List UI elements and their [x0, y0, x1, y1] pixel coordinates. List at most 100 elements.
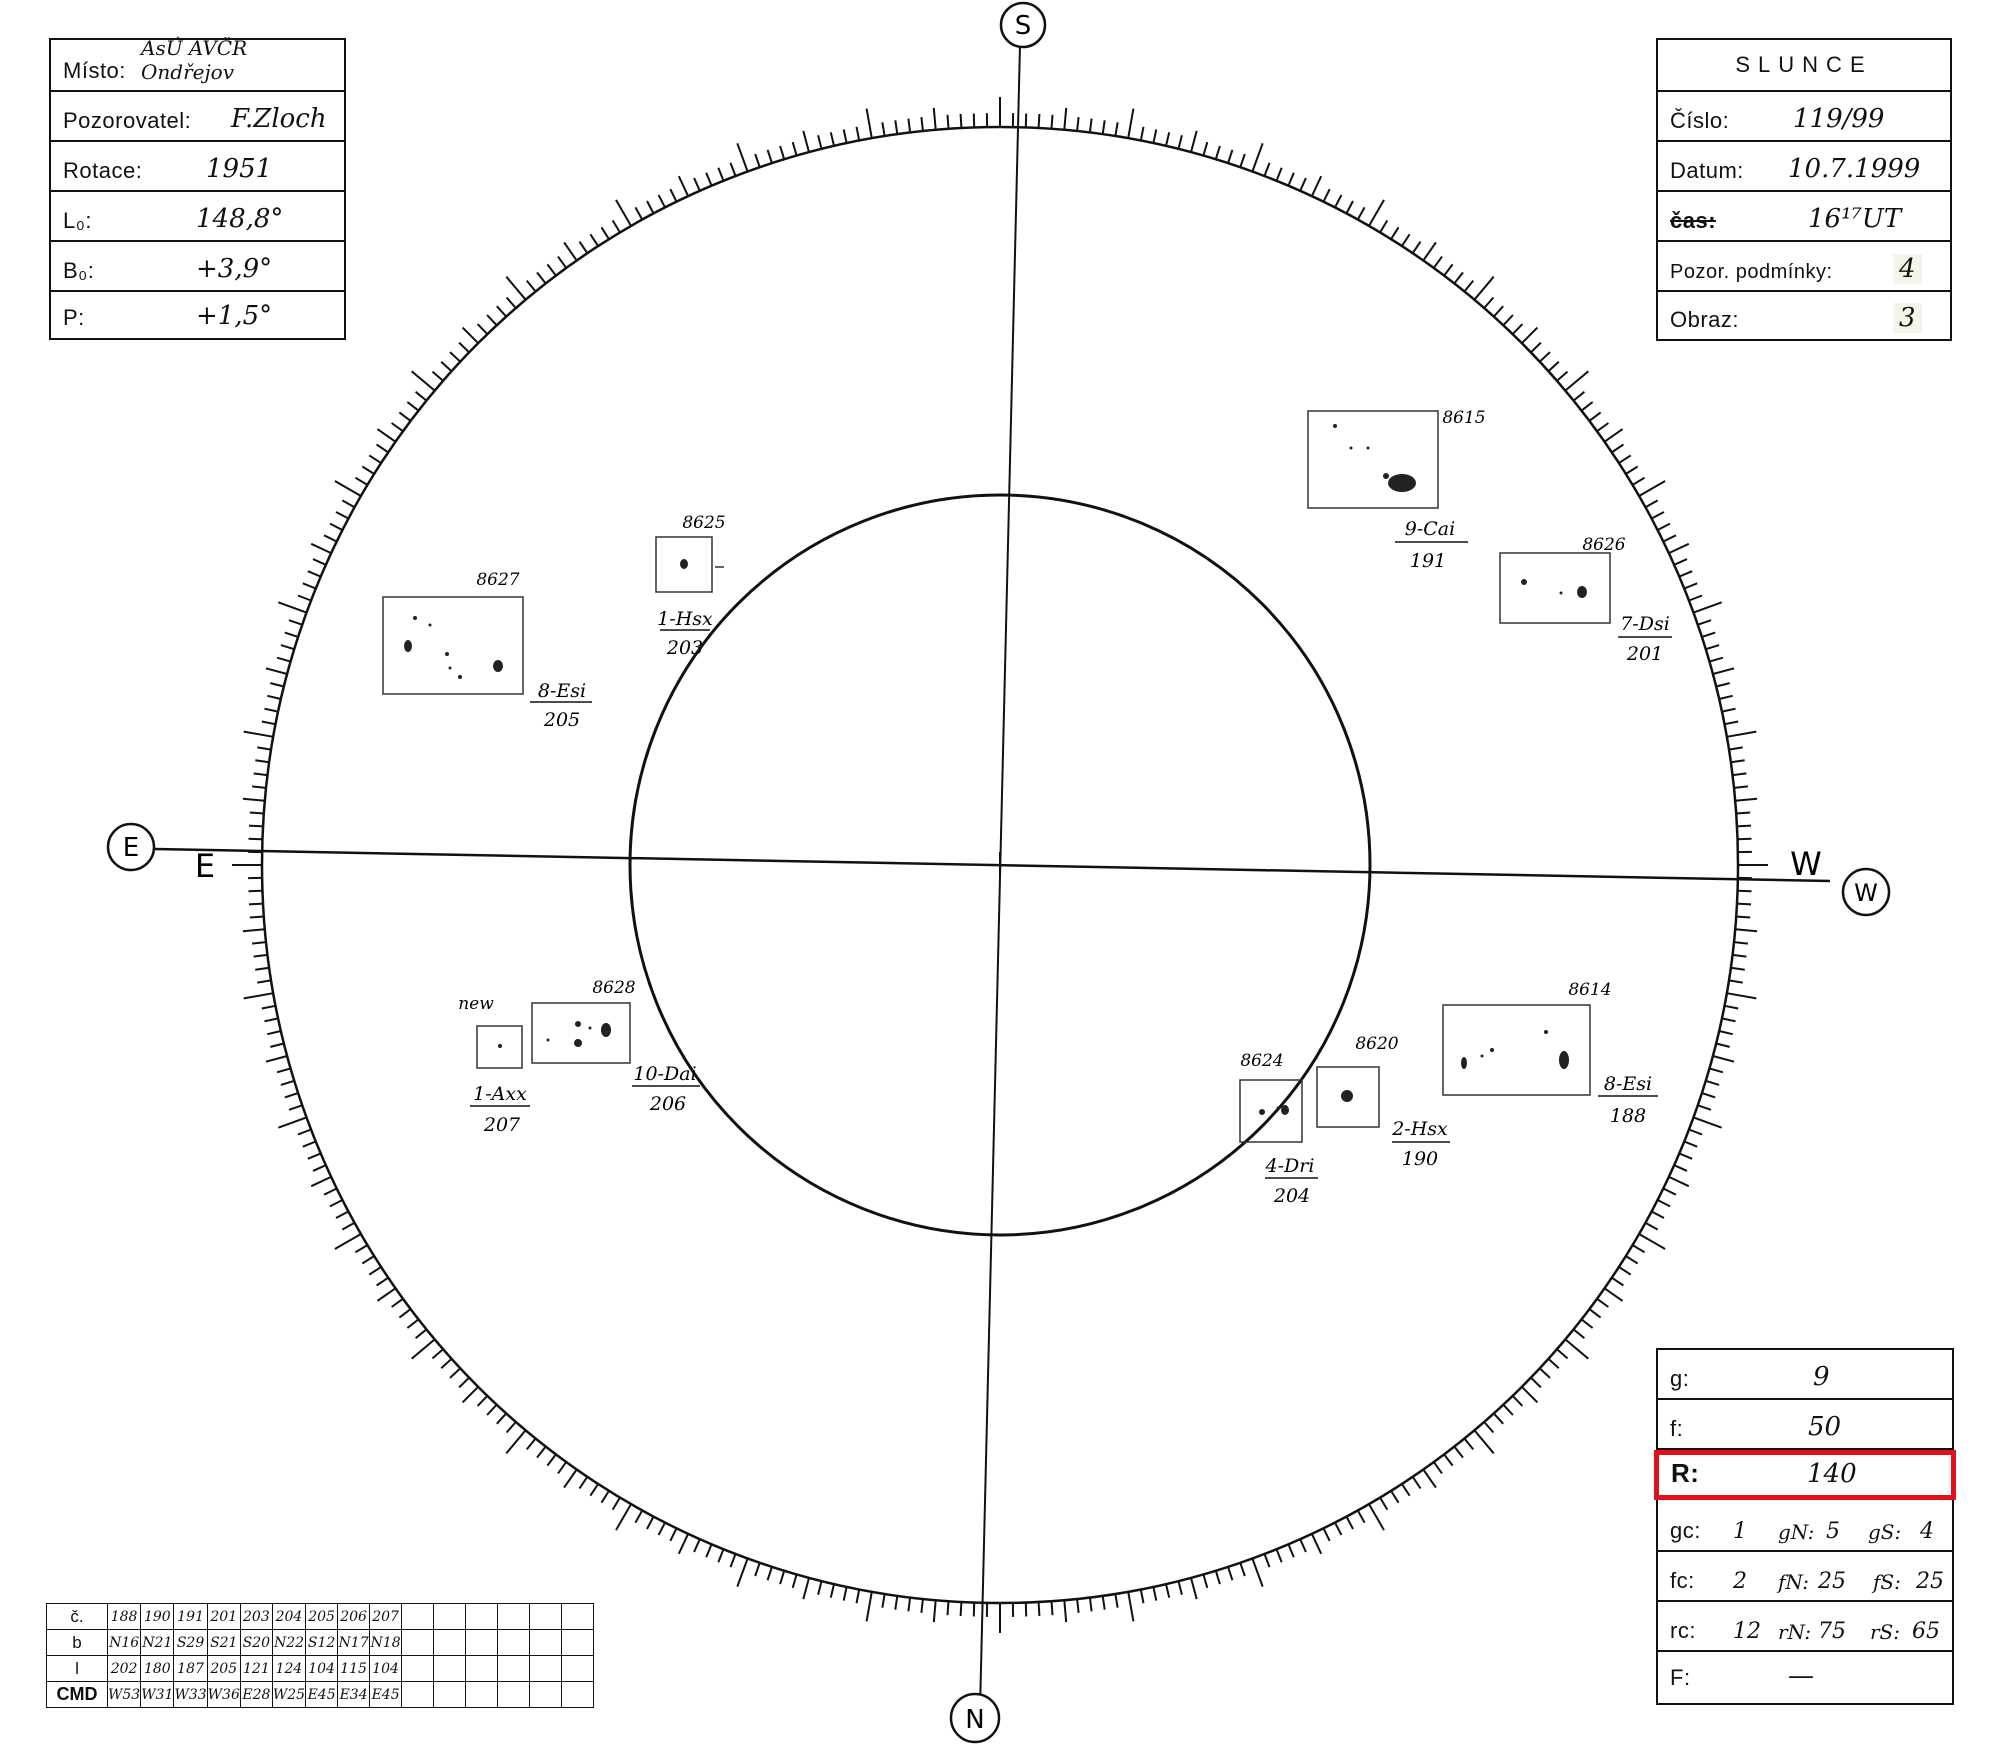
group-cmd-number: 201	[1626, 643, 1663, 665]
scale-tick	[270, 682, 285, 688]
scale-tick	[1632, 476, 1646, 486]
scale-tick	[1511, 1395, 1524, 1407]
scale-tick	[376, 1276, 389, 1287]
scale-tick	[736, 1558, 749, 1588]
table-cell	[465, 1629, 499, 1656]
scale-tick	[1190, 1577, 1198, 1600]
scale-tick	[1263, 162, 1271, 177]
scale-tick	[1443, 263, 1454, 277]
table-cell: W33	[173, 1681, 208, 1708]
scale-tick	[611, 219, 621, 233]
scale-tick	[1310, 175, 1323, 197]
scale-tick	[249, 811, 264, 815]
scale-tick	[1596, 1297, 1609, 1308]
scale-tick	[1299, 177, 1307, 192]
table-cell: 205	[305, 1603, 339, 1630]
group-noaa-number: new	[458, 994, 494, 1014]
inner-reference-circle	[628, 493, 1372, 1237]
scale-tick	[1732, 772, 1747, 777]
stat-north-value: 25	[1818, 1569, 1846, 1594]
scale-tick	[458, 341, 470, 354]
scale-tick	[1547, 361, 1560, 372]
info-label: L₀:	[63, 208, 92, 233]
scale-tick	[1037, 113, 1041, 129]
scale-tick	[1730, 966, 1745, 971]
scale-tick	[1127, 108, 1135, 139]
record-value: 4	[1893, 254, 1922, 284]
group-noaa-number: 8627	[476, 570, 519, 590]
table-cell: 180	[140, 1655, 175, 1682]
north-label: N	[965, 1705, 984, 1735]
table-cell	[529, 1681, 563, 1708]
scale-tick	[329, 1199, 343, 1208]
info-row-p: P: +1,5°	[51, 292, 344, 337]
scale-tick	[1603, 428, 1624, 443]
scale-tick	[907, 118, 912, 133]
scale-tick	[391, 1297, 404, 1308]
scale-tick	[253, 953, 268, 958]
scale-tick	[1411, 1476, 1422, 1489]
scale-tick	[959, 113, 963, 129]
record-row-date: Datum: 10.7.1999	[1658, 142, 1950, 192]
scale-tick	[1493, 1412, 1504, 1425]
scale-tick	[1547, 1358, 1560, 1369]
east-marker: E E	[106, 822, 215, 885]
stat-row-gc: gc: 1 gN: 5 gS: 4	[1658, 1500, 1952, 1552]
stat-row-f: f: 50	[1658, 1400, 1952, 1450]
sunspot-group-8614: 8614 8-Esi 188	[1442, 980, 1658, 1127]
scale-tick	[486, 1404, 498, 1416]
scale-tick	[526, 279, 537, 293]
stat-north-label: fN:	[1778, 1570, 1809, 1594]
stat-label: F:	[1670, 1665, 1691, 1690]
group-classification: 1-Hsx	[657, 608, 713, 630]
stat-value: 1	[1733, 1519, 1747, 1544]
scale-tick	[1483, 1421, 1495, 1434]
info-value: +1,5°	[196, 301, 273, 331]
scale-tick	[1645, 1221, 1659, 1231]
scale-tick	[496, 305, 507, 318]
scale-tick	[257, 746, 272, 751]
stat-north-value: 75	[1818, 1619, 1846, 1644]
scale-tick	[1632, 1244, 1646, 1254]
scale-tick	[1322, 188, 1331, 203]
scale-tick	[1076, 1598, 1080, 1614]
scale-tick	[1564, 370, 1589, 392]
scale-tick	[1732, 953, 1747, 958]
scale-tick	[1733, 785, 1749, 789]
scale-tick	[1345, 1516, 1354, 1530]
stat-label: R:	[1671, 1458, 1700, 1488]
scale-tick	[312, 1164, 327, 1172]
scale-tick	[406, 401, 420, 412]
scale-tick	[1678, 1152, 1693, 1160]
scale-tick	[1214, 145, 1221, 160]
scale-tick	[323, 534, 338, 543]
table-cell: 104	[369, 1655, 403, 1682]
scale-tick	[1401, 1483, 1411, 1497]
table-cell: 188	[106, 1603, 142, 1630]
scale-tick	[1724, 720, 1739, 726]
scale-tick	[1693, 601, 1723, 614]
scale-tick	[1736, 902, 1752, 906]
scale-tick	[1322, 1527, 1331, 1542]
scale-tick	[1735, 928, 1758, 933]
record-row-time: čas: 16¹⁷UT	[1658, 192, 1950, 242]
scale-tick	[264, 707, 279, 713]
table-row-label: CMD	[46, 1681, 108, 1708]
heliographic-tick-ring	[232, 97, 1768, 1633]
scale-tick	[829, 132, 835, 147]
scale-tick	[842, 1586, 848, 1601]
scale-tick	[1683, 1140, 1698, 1148]
scale-tick	[1063, 1600, 1068, 1623]
table-cell	[465, 1603, 499, 1630]
scale-tick	[1227, 149, 1234, 164]
table-cell	[497, 1629, 531, 1656]
scale-tick	[1736, 915, 1751, 919]
scale-tick	[449, 1367, 461, 1379]
sun-record-box: SLUNCE Číslo: 119/99 Datum: 10.7.1999 ča…	[1656, 38, 1952, 341]
info-value: +3,9°	[196, 254, 273, 284]
sunspot-group-8627: 8627 8-Esi 205	[382, 570, 592, 731]
group-classification: 4-Dri	[1265, 1155, 1315, 1177]
group-noaa-number: 8614	[1568, 980, 1611, 1000]
